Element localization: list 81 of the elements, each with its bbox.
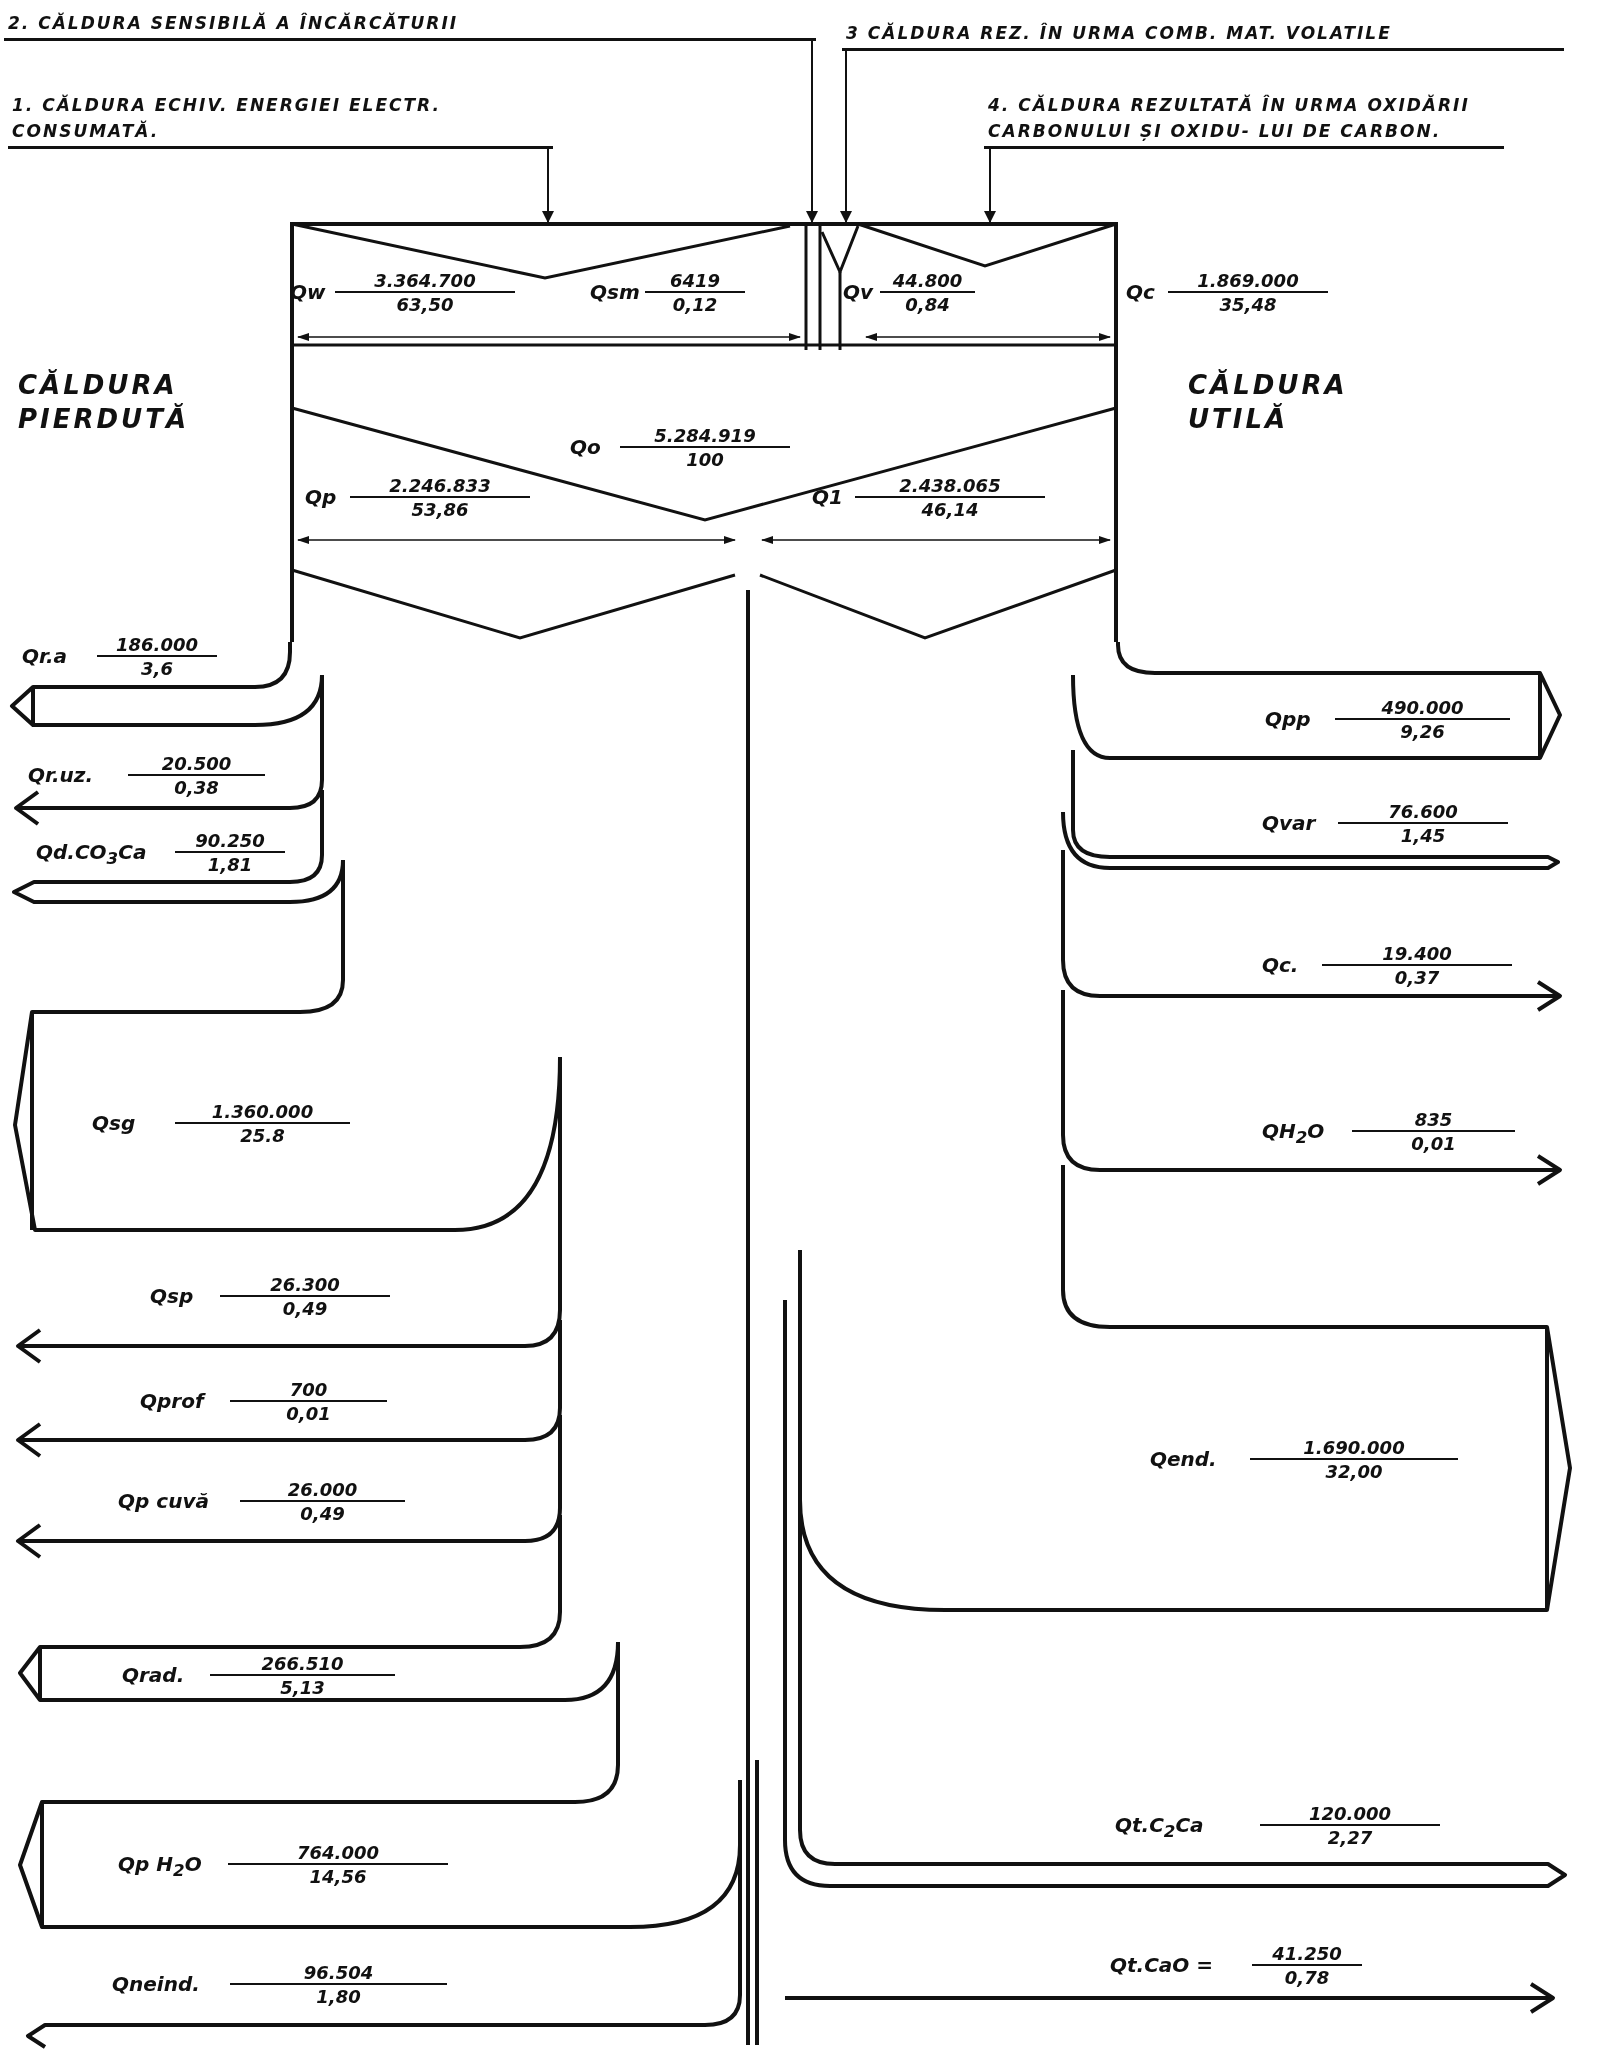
- percent-value: 0,01: [285, 1403, 332, 1426]
- arrow: [806, 38, 818, 223]
- arrow: [984, 146, 996, 223]
- percent-value: 0,49: [299, 1503, 346, 1526]
- percent-value: 14,56: [308, 1866, 368, 1889]
- heat-value: 764.000: [228, 1842, 448, 1865]
- heat-symbol: Qt.C$_{2}$Ca: [1115, 1812, 1204, 1843]
- heat-symbol: Qv: [843, 279, 874, 305]
- heat-symbol: Qp H$_{2}$O: [118, 1851, 202, 1882]
- percent-value: 0,37: [1393, 967, 1441, 990]
- heat-symbol: Qp cuvă: [118, 1488, 209, 1514]
- heat-value: 490.000: [1335, 697, 1510, 720]
- heat-symbol: Qvar: [1262, 810, 1316, 836]
- heat-value: 3.364.700: [335, 270, 515, 293]
- heat-value: 120.000: [1260, 1803, 1440, 1826]
- heat-value: 26.300: [220, 1274, 390, 1297]
- heat-symbol: Qend.: [1150, 1446, 1217, 1472]
- heat-value: 700: [230, 1379, 387, 1402]
- heat-value: 19.400: [1322, 943, 1512, 966]
- percent-value: 0,01: [1410, 1133, 1457, 1156]
- heat-value: 6419: [645, 270, 745, 293]
- heat-value: 20.500: [128, 753, 265, 776]
- percent-value: 1,80: [315, 1986, 362, 2009]
- percent-value: 63,50: [395, 294, 455, 317]
- heat-value: 1.690.000: [1250, 1437, 1458, 1460]
- percent-value: 1,81: [206, 854, 254, 877]
- heat-value: 41.250: [1252, 1943, 1362, 1966]
- heat-value: 96.504: [230, 1962, 447, 1985]
- percent-value: 32,00: [1324, 1461, 1384, 1484]
- percent-value: 9,26: [1399, 721, 1446, 744]
- percent-value: 0,49: [281, 1298, 329, 1321]
- heat-value: 5.284.919: [620, 425, 790, 448]
- percent-value: 53,86: [410, 499, 470, 522]
- heat-value: 90.250: [175, 830, 285, 853]
- annotation-text: 4. CĂLDURA REZULTATĂ ÎN URMA OXIDĂRII CARBONULUI ȘI OXIDU- LUI DE CARBON.: [984, 92, 1504, 149]
- heat-value: 186.000: [97, 634, 217, 657]
- percent-value: 2,27: [1326, 1827, 1374, 1850]
- heat-symbol: Qc: [1126, 279, 1155, 305]
- arrow: [840, 48, 852, 223]
- section-heading: CĂLDURA UTILĂ: [1188, 368, 1349, 436]
- heat-symbol: Qneind.: [112, 1971, 200, 1997]
- heat-symbol: Qsp: [150, 1283, 194, 1309]
- heat-symbol: Qsg: [92, 1110, 136, 1136]
- percent-value: 25.8: [239, 1125, 286, 1148]
- heat-value: 2.246.833: [350, 475, 530, 498]
- heat-value: 2.438.065: [855, 475, 1045, 498]
- arrow: [542, 146, 554, 223]
- heat-symbol: Qprof: [140, 1388, 204, 1414]
- percent-value: 0,78: [1283, 1967, 1331, 1990]
- heat-symbol: Qr.uz.: [28, 762, 94, 788]
- heat-symbol: Qd.CO$_{3}$Ca: [36, 839, 147, 870]
- heat-symbol: Qr.a: [22, 643, 68, 669]
- heat-value: 266.510: [210, 1653, 395, 1676]
- heat-value: 76.600: [1338, 801, 1508, 824]
- heat-value: 26.000: [240, 1479, 405, 1502]
- heat-symbol: Qpp: [1265, 706, 1311, 732]
- heat-symbol: QH$_{2}$O: [1262, 1118, 1325, 1149]
- heat-symbol: Qc.: [1262, 952, 1299, 978]
- section-heading: CĂLDURA PIERDUTĂ: [18, 368, 191, 436]
- percent-value: 35,48: [1218, 294, 1278, 317]
- heat-value: 1.869.000: [1168, 270, 1328, 293]
- heat-value: 835: [1352, 1109, 1515, 1132]
- heat-symbol: Qt.CaO =: [1110, 1952, 1214, 1978]
- percent-value: 1,45: [1399, 825, 1447, 848]
- percent-value: 3,6: [140, 658, 174, 681]
- percent-value: 5,13: [279, 1677, 326, 1700]
- percent-value: 0,12: [671, 294, 719, 317]
- heat-symbol: Qsm: [590, 279, 640, 305]
- heat-symbol: Qp: [305, 484, 337, 510]
- heat-value: 1.360.000: [175, 1101, 350, 1124]
- percent-value: 0,84: [904, 294, 951, 317]
- heat-value: 44.800: [880, 270, 975, 293]
- percent-value: 0,38: [173, 777, 220, 800]
- annotation-text: 1. CĂLDURA ECHIV. ENERGIEI ELECTR. CONSUMATĂ.: [8, 92, 553, 149]
- heat-symbol: Qrad.: [122, 1662, 185, 1688]
- annotation-text: 3 CĂLDURA REZ. ÎN URMA COMB. MAT. VOLATILE: [842, 20, 1564, 51]
- heat-symbol: Qo: [570, 434, 601, 460]
- percent-value: 100: [685, 449, 725, 472]
- annotation-text: 2. CĂLDURA SENSIBILĂ A ÎNCĂRCĂTURII: [4, 10, 816, 41]
- heat-symbol: Q1: [812, 484, 843, 510]
- percent-value: 46,14: [920, 499, 980, 522]
